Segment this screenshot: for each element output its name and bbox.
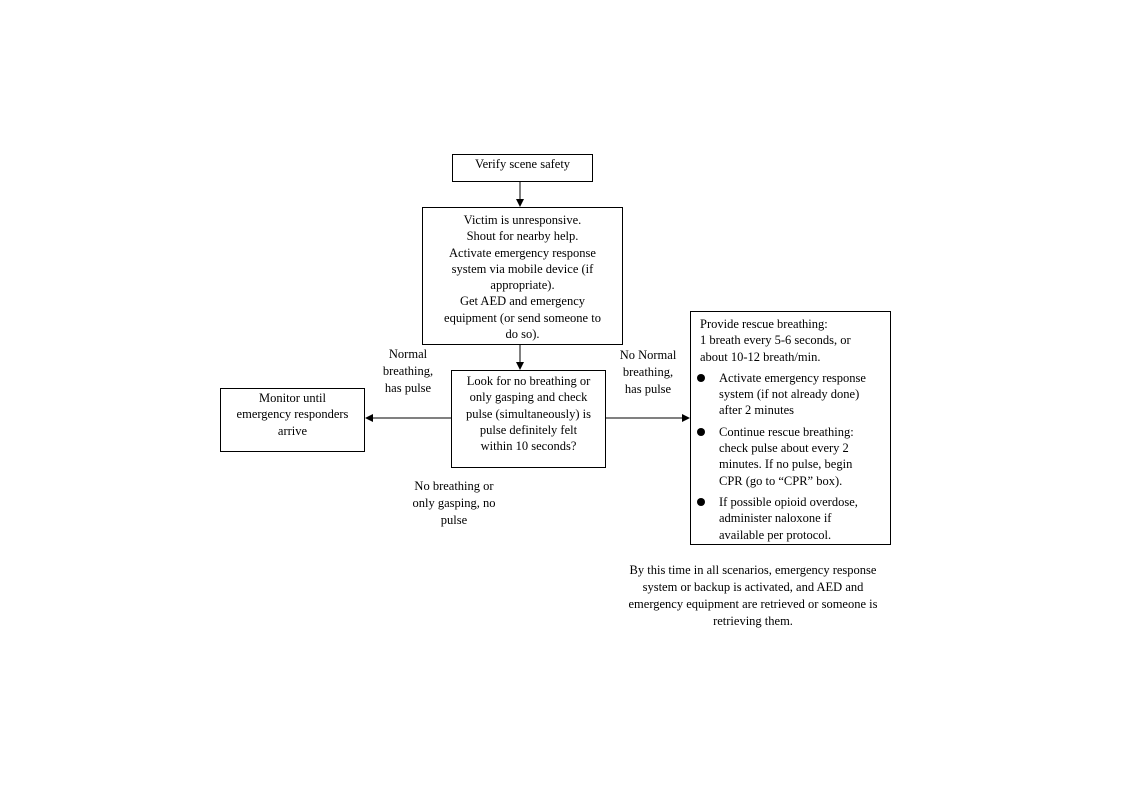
rescue-bullet-item: If possible opioid overdose, administer … <box>691 494 886 543</box>
bullet-line: system (if not already done) <box>719 387 860 402</box>
bullet-line: CPR (go to “CPR” box). <box>719 473 843 488</box>
monitor-line: arrive <box>277 423 308 438</box>
bullet-line: If possible opioid overdose, <box>719 494 858 509</box>
bullet-line: check pulse about every 2 <box>719 441 849 456</box>
bullet-line: available per protocol. <box>719 527 832 542</box>
edge-label-line: has pulse <box>384 381 432 395</box>
monitor-line: emergency responders <box>236 407 349 422</box>
victim-unresponsive-box: Victim is unresponsive. Shout for nearby… <box>422 207 623 345</box>
unresponsive-line: Get AED and emergency <box>459 294 586 309</box>
bullet-line: administer naloxone if <box>719 511 832 526</box>
unresponsive-line: equipment (or send someone to <box>444 310 601 325</box>
note-line: emergency equipment are retrieved or som… <box>628 597 878 611</box>
bullet-dot-icon <box>697 497 705 506</box>
note-line: system or backup is activated, and AED a… <box>642 580 864 594</box>
bullet-line: Continue rescue breathing: <box>719 424 854 439</box>
rescue-breathing-box: Provide rescue breathing: 1 breath every… <box>690 311 891 545</box>
rescue-bullet-item: Continue rescue breathing: check pulse a… <box>691 424 886 489</box>
verify-line: Verify scene safety <box>474 157 571 171</box>
edge-label-line: breathing, <box>382 364 434 378</box>
check-line: within 10 seconds? <box>480 439 577 454</box>
bullet-line: minutes. If no pulse, begin <box>719 457 853 472</box>
note-line: By this time in all scenarios, emergency… <box>629 563 877 577</box>
unresponsive-line: appropriate). <box>490 278 555 293</box>
edge-label-line: Normal <box>388 347 428 361</box>
rescue-intro-line: 1 breath every 5-6 seconds, or <box>700 333 851 348</box>
rescue-intro-line: Provide rescue breathing: <box>700 317 828 331</box>
verify-scene-safety-box: Verify scene safety <box>452 154 593 182</box>
unresponsive-line: system via mobile device (if <box>451 261 594 276</box>
edge-label-no-normal-breathing: No Normal breathing, has pulse <box>606 347 690 398</box>
check-line: pulse (simultaneously) is <box>466 406 591 421</box>
activation-note: By this time in all scenarios, emergency… <box>598 562 908 630</box>
bullet-dot-icon <box>697 373 705 382</box>
bullet-line: after 2 minutes <box>719 403 794 418</box>
monitor-box: Monitor until emergency responders arriv… <box>220 388 365 452</box>
bullet-dot-icon <box>697 427 705 436</box>
check-line: only gasping and check <box>469 390 588 405</box>
check-breathing-pulse-box: Look for no breathing or only gasping an… <box>451 370 606 468</box>
unresponsive-line: Activate emergency response <box>449 245 596 260</box>
check-line: pulse definitely felt <box>479 422 578 437</box>
edge-label-line: No Normal <box>619 348 677 362</box>
edge-label-line: breathing, <box>622 365 674 379</box>
bullet-line: Activate emergency response <box>719 370 866 385</box>
edge-label-line: only gasping, no <box>412 496 496 510</box>
edge-label-normal-breathing: Normal breathing, has pulse <box>368 346 448 397</box>
unresponsive-line: Shout for nearby help. <box>466 229 579 244</box>
edge-label-line: No breathing or <box>414 479 494 493</box>
monitor-line: Monitor until <box>258 391 327 405</box>
rescue-intro-line: about 10-12 breath/min. <box>700 349 821 364</box>
check-line: Look for no breathing or <box>466 374 591 388</box>
edge-label-no-breathing-no-pulse: No breathing or only gasping, no pulse <box>398 478 510 529</box>
edge-label-line: has pulse <box>624 382 672 396</box>
edge-label-line: pulse <box>440 513 468 527</box>
note-line: retrieving them. <box>713 614 793 628</box>
unresponsive-line: do so). <box>505 327 540 342</box>
unresponsive-line: Victim is unresponsive. <box>463 213 582 227</box>
rescue-bullet-item: Activate emergency response system (if n… <box>691 370 886 419</box>
rescue-bullet-list: Activate emergency response system (if n… <box>691 370 886 543</box>
